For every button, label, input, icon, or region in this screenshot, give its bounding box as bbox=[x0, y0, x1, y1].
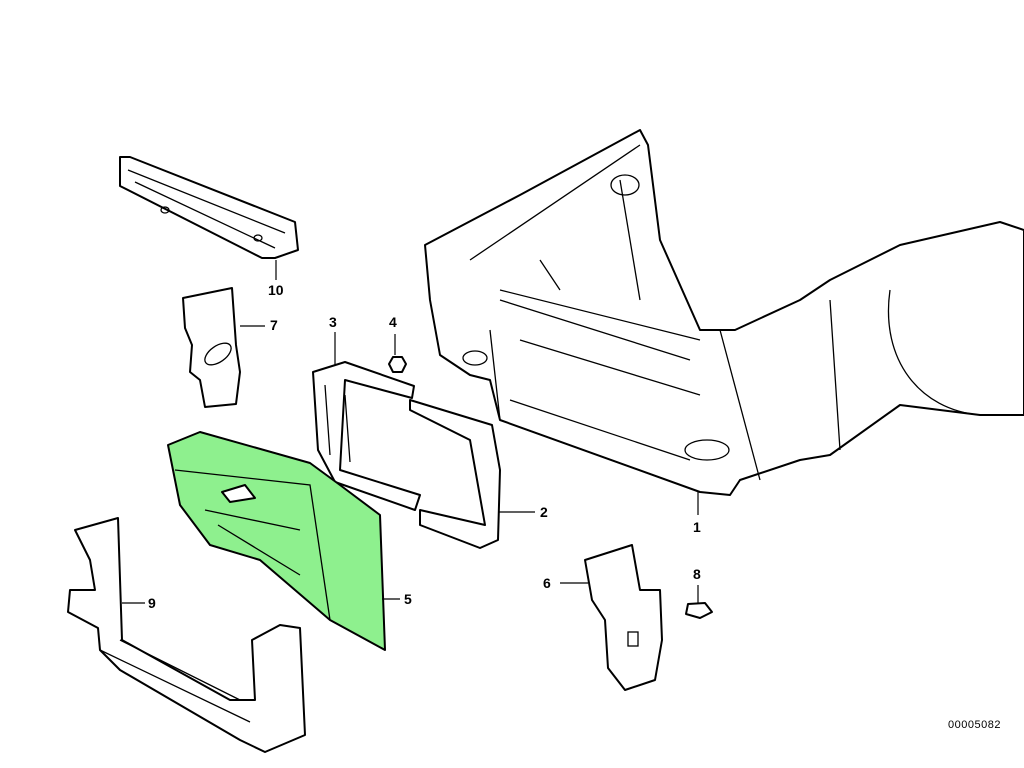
callout-1: 1 bbox=[693, 519, 701, 535]
callout-9: 9 bbox=[148, 595, 156, 611]
part-4-nut[interactable] bbox=[388, 356, 407, 373]
callout-4: 4 bbox=[389, 314, 397, 330]
part-6-bracket[interactable] bbox=[584, 544, 663, 691]
part-7-bracket[interactable] bbox=[182, 287, 241, 408]
part-10-upper-panel[interactable] bbox=[119, 156, 299, 259]
document-number: 00005082 bbox=[948, 719, 1001, 731]
callout-8: 8 bbox=[693, 566, 701, 582]
callout-10: 10 bbox=[268, 282, 284, 298]
callout-6: 6 bbox=[543, 575, 551, 591]
part-9-lower-bracket[interactable] bbox=[67, 517, 306, 753]
part-3-radiator-frame[interactable] bbox=[312, 361, 501, 549]
part-8-screw[interactable] bbox=[685, 602, 713, 619]
callout-2: 2 bbox=[540, 504, 548, 520]
callout-7: 7 bbox=[270, 317, 278, 333]
part-1-front-structure[interactable] bbox=[424, 129, 1024, 496]
part-5-air-duct-highlighted[interactable] bbox=[167, 431, 386, 651]
leader-lines bbox=[122, 260, 699, 604]
callout-3: 3 bbox=[329, 314, 337, 330]
callout-5: 5 bbox=[404, 591, 412, 607]
